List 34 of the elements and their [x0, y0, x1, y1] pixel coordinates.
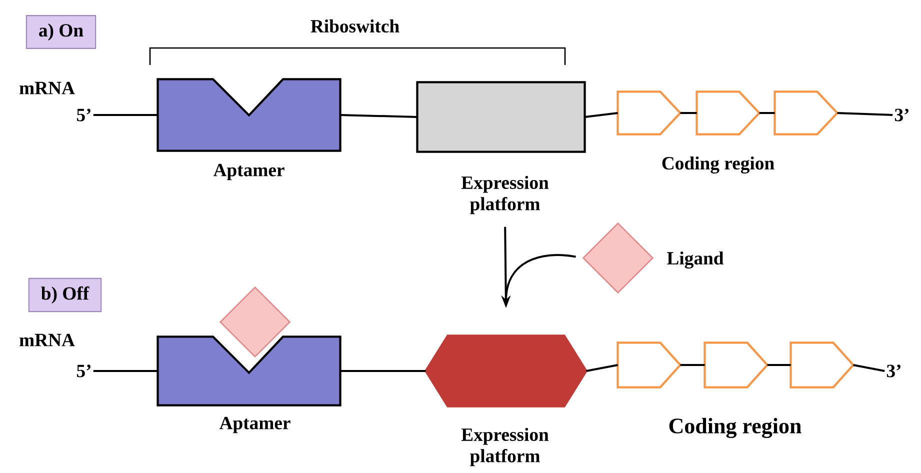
mrna-line — [680, 112, 697, 114]
coding-segment — [616, 342, 682, 388]
text-label: mRNA — [20, 82, 75, 94]
caption-text: Ligand — [667, 251, 724, 269]
end-label: 5’ — [76, 364, 90, 378]
mrna-line — [340, 114, 418, 118]
caption-text: Expression platform — [461, 176, 549, 214]
mrna-line — [853, 364, 885, 372]
text-label: Coding region — [669, 418, 802, 438]
mrna-line — [340, 370, 426, 372]
coding-segment — [774, 90, 839, 136]
coding-segment — [704, 342, 769, 388]
mrna-line — [93, 370, 158, 372]
caption-text: Expression platform — [461, 428, 549, 466]
end-label: 5’ — [76, 108, 90, 122]
mrna-line — [837, 112, 893, 116]
mrna-line — [767, 364, 791, 366]
coding-segment — [790, 342, 855, 388]
panel-label: b) Off — [28, 278, 102, 312]
mrna-line — [584, 112, 618, 118]
text-label: mRNA — [20, 334, 75, 346]
mrna-line — [680, 364, 705, 366]
coding-segment — [696, 90, 761, 136]
mrna-line — [586, 364, 618, 372]
caption-text: Aptamer — [219, 416, 290, 434]
caption-text: Aptamer — [213, 164, 284, 180]
mrna-line — [759, 112, 775, 114]
end-label: 3’ — [886, 364, 900, 378]
end-label: 3’ — [894, 108, 908, 122]
mrna-line — [93, 114, 158, 116]
text-label: Coding region — [662, 156, 774, 174]
text-label: Riboswitch — [310, 19, 400, 33]
panel-label: a) On — [26, 15, 96, 49]
coding-segment — [616, 90, 682, 136]
